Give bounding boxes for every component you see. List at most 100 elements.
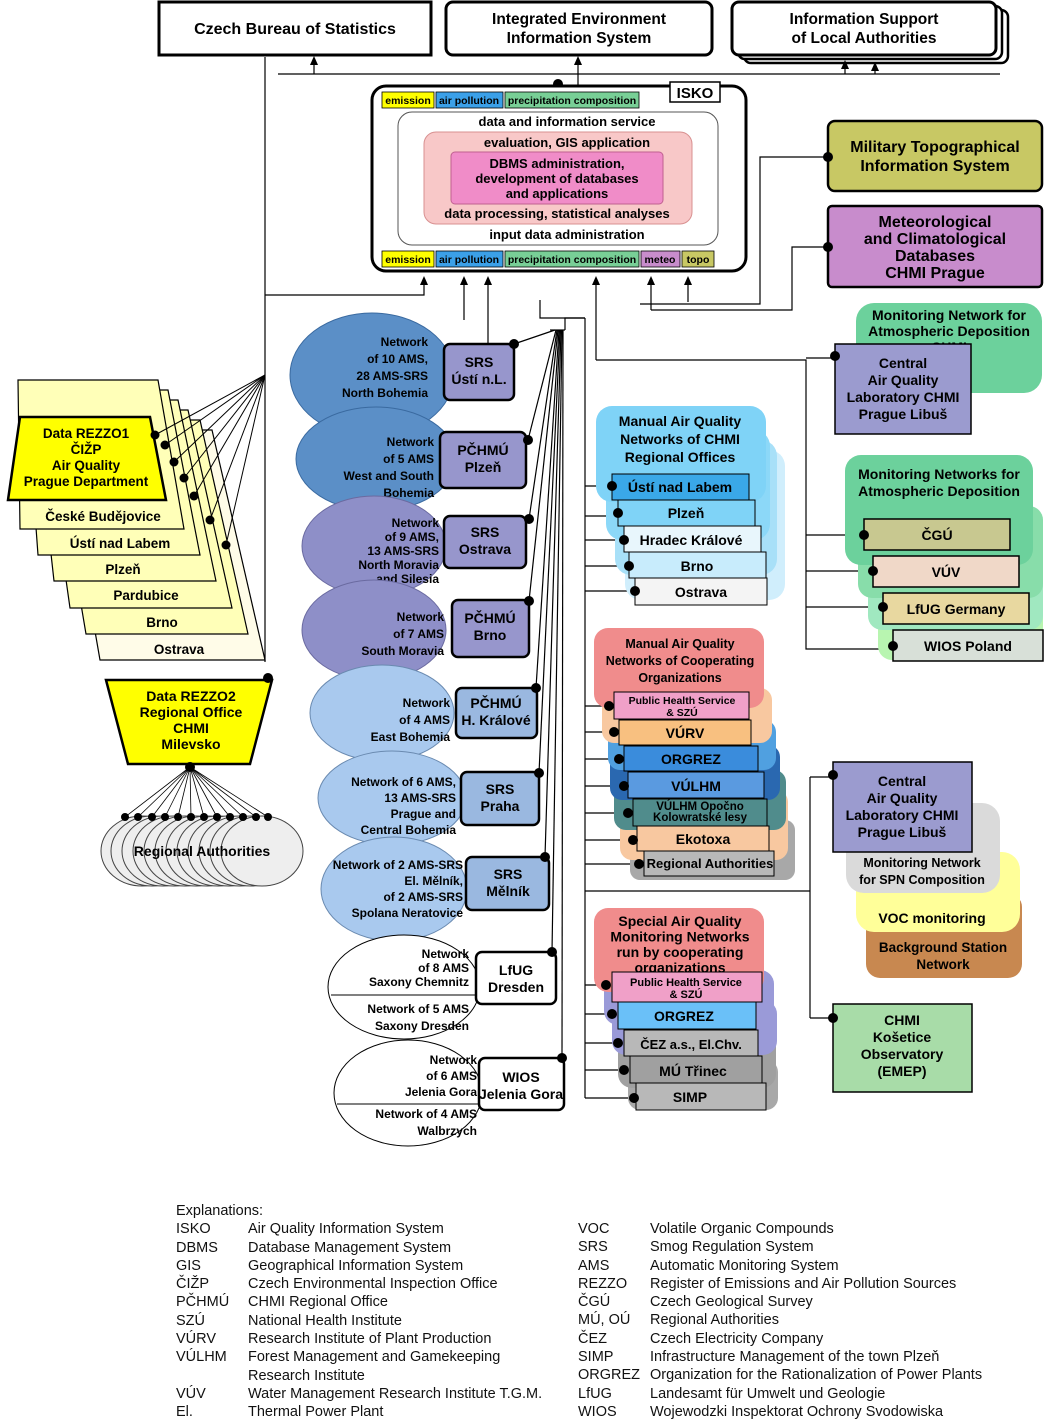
legend-abbr: ČEZ bbox=[578, 1330, 607, 1347]
special-orgrez: ORGREZ bbox=[654, 1008, 714, 1024]
wios-poland-label: WIOS Poland bbox=[924, 638, 1012, 654]
text-line: CHMI bbox=[884, 1012, 920, 1028]
text-line: for SPN Composition bbox=[859, 873, 985, 887]
rezzo1-layer-brno: Brno bbox=[146, 615, 178, 630]
text-line: Kolowratské lesy bbox=[653, 812, 748, 824]
text-line: of 6 AMS bbox=[426, 1069, 477, 1083]
text-line: East Bohemia bbox=[371, 730, 451, 744]
text-line: Košetice bbox=[873, 1029, 932, 1045]
text-line: Networks of Cooperating bbox=[606, 654, 755, 668]
text-line: Monitoring Networks bbox=[610, 929, 749, 945]
legend-abbr: SIMP bbox=[578, 1349, 614, 1366]
text-line: Air Quality bbox=[868, 372, 939, 388]
text-line: of 5 AMS bbox=[383, 452, 434, 466]
text-line: SRS bbox=[465, 354, 494, 370]
legend-row: Research Institute bbox=[176, 1367, 542, 1385]
text-line: and applications bbox=[506, 186, 609, 201]
legend-definition: Smog Regulation System bbox=[650, 1239, 814, 1256]
text-line: MÚ Třinec bbox=[659, 1062, 727, 1079]
text-line: ČIŽP bbox=[71, 442, 102, 457]
text-line: of 7 AMS bbox=[393, 627, 444, 641]
text-line: Military Topographical bbox=[850, 139, 1020, 156]
rezzo1-layer-ceske-budejovice: České Budějovice bbox=[45, 509, 161, 524]
legend-definition: Organization for the Rationalization of … bbox=[650, 1367, 983, 1384]
text-line: Network of 6 AMS, bbox=[351, 775, 456, 789]
text-line: Meteorological bbox=[879, 214, 992, 231]
legend-definition: Landesamt für Umwelt und Geologie bbox=[650, 1385, 886, 1402]
voc-label: VOC monitoring bbox=[878, 910, 985, 926]
legend-definition: National Health Institute bbox=[248, 1312, 402, 1329]
legend-abbr: VÚLHM bbox=[176, 1349, 227, 1366]
legend-abbr bbox=[176, 1367, 248, 1385]
text-line: WIOS bbox=[502, 1069, 539, 1085]
legend-definition: Regional Authorities bbox=[650, 1312, 779, 1329]
legend-definition: Air Quality Information System bbox=[248, 1221, 444, 1238]
legend-definition: Czech Electricity Company bbox=[650, 1330, 824, 1347]
regional-authorities-label: Regional Authorities bbox=[134, 843, 271, 859]
manual-coop-ekotoxa: Ekotoxa bbox=[676, 831, 731, 847]
text-line: Public Health Service bbox=[629, 695, 736, 707]
text-line: Air Quality bbox=[52, 458, 121, 473]
legend-abbr: GIS bbox=[176, 1257, 201, 1274]
text-line: Laboratory CHMI bbox=[846, 807, 959, 823]
text-line: Monitoring Network bbox=[863, 856, 980, 870]
text-line: (EMEP) bbox=[878, 1063, 927, 1079]
text-line: Saxony Dresden bbox=[375, 1019, 469, 1033]
manual-coop-health: Public Health Service& SZÚ bbox=[629, 695, 736, 719]
text-line: Network bbox=[387, 435, 435, 449]
text-line: SRS bbox=[486, 781, 515, 797]
isko-input-connectors bbox=[265, 156, 892, 1099]
special-trinec: MÚ Třinec bbox=[659, 1062, 727, 1079]
text-line: Network of 2 AMS-SRS bbox=[333, 858, 463, 872]
legend-definition: Forest Management and Gamekeeping bbox=[248, 1349, 501, 1366]
text-line: Central Bohemia bbox=[361, 823, 457, 837]
text-line: West and South bbox=[344, 469, 434, 483]
text-line: Information Support bbox=[790, 11, 939, 28]
text-line: Dresden bbox=[488, 979, 544, 995]
text-line: Czech Bureau of Statistics bbox=[194, 21, 396, 38]
legend-row: VÚLHM Forest Management and Gamekeeping bbox=[176, 1348, 542, 1366]
text-line: 13 AMS-SRS bbox=[384, 791, 456, 805]
legend-definition: Database Management System bbox=[248, 1239, 452, 1256]
cgu-label: ČGÚ bbox=[921, 526, 952, 543]
legend-title: Explanations: bbox=[176, 1203, 264, 1219]
text-line: Ekotoxa bbox=[676, 831, 731, 847]
czso-box: Czech Bureau of Statistics bbox=[157, 0, 433, 57]
legend-abbr: DBMS bbox=[176, 1239, 218, 1256]
legend-definition: Infrastructure Management of the town Pl… bbox=[650, 1349, 940, 1366]
manual-coop-orgrez: ORGREZ bbox=[661, 751, 721, 767]
text-line: Prague and bbox=[391, 807, 456, 821]
czso-label: Czech Bureau of Statistics bbox=[194, 21, 396, 38]
